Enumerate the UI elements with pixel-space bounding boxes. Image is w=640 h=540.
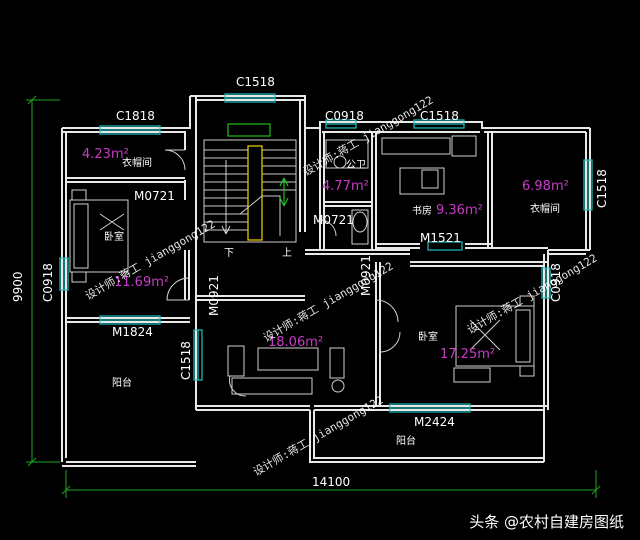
area-label-closet-left: 4.23m² (82, 147, 129, 162)
dimension-label-height: 9900 (11, 271, 25, 302)
room-label-study: 书房 (412, 204, 432, 217)
stair-label-up: 上 (282, 247, 292, 259)
doors (164, 149, 401, 353)
window-label-c1518-right: C1518 (420, 109, 459, 123)
room-label-bathroom: 公卫 (346, 160, 366, 171)
windows (59, 93, 593, 413)
door-label-m0921-b: M0921 (359, 255, 373, 296)
window-label-c0918-top: C0918 (325, 109, 364, 123)
room-label-closet-left: 衣帽间 (122, 156, 152, 169)
door-label-m0921: M0921 (207, 275, 221, 316)
door-label-m0721-left: M0721 (134, 189, 175, 203)
window-label-c0918-left: C0918 (41, 263, 55, 302)
walls (61, 95, 591, 467)
room-label-bedroom-right: 卧室 (418, 330, 438, 343)
window-label-c1518-side: C1518 (595, 169, 609, 208)
room-label-balcony-bottom: 阳台 (396, 434, 416, 447)
stair-label-down: 下 (224, 248, 234, 259)
door-label-m1824: M1824 (112, 325, 153, 339)
area-label-closet-right: 6.98m² (522, 179, 569, 194)
door-label-m1521: M1521 (420, 231, 461, 245)
source-footer: 头条 @农村自建房图纸 (469, 513, 624, 531)
door-label-m0721-mid: M0721 (313, 213, 354, 227)
window-label-c1818: C1818 (116, 109, 155, 123)
watermark-4: 设计师:蒋工 jianggong122 (465, 251, 599, 336)
area-label-bathroom: 4.77m² (322, 179, 369, 194)
furniture (69, 135, 535, 397)
window-label-c1518-mid: C1518 (179, 341, 193, 380)
dimension-label-width: 14100 (312, 475, 350, 489)
room-label-closet-right: 衣帽间 (530, 202, 560, 215)
area-label-bedroom-right: 17.25m² (440, 347, 495, 362)
room-label-balcony-left: 阳台 (112, 376, 132, 389)
window-label-c1518-top: C1518 (236, 75, 275, 89)
area-label-bedroom-left: 11.69m² (114, 275, 169, 290)
dimension-lines (26, 95, 601, 498)
area-label-living: 18.06m² (268, 335, 323, 350)
door-label-m2424: M2424 (414, 415, 455, 429)
window-label-c0918-right: C0918 (549, 263, 563, 302)
area-label-study: 9.36m² (436, 203, 483, 218)
room-label-bedroom-left: 卧室 (104, 230, 124, 243)
staircase (203, 123, 297, 243)
